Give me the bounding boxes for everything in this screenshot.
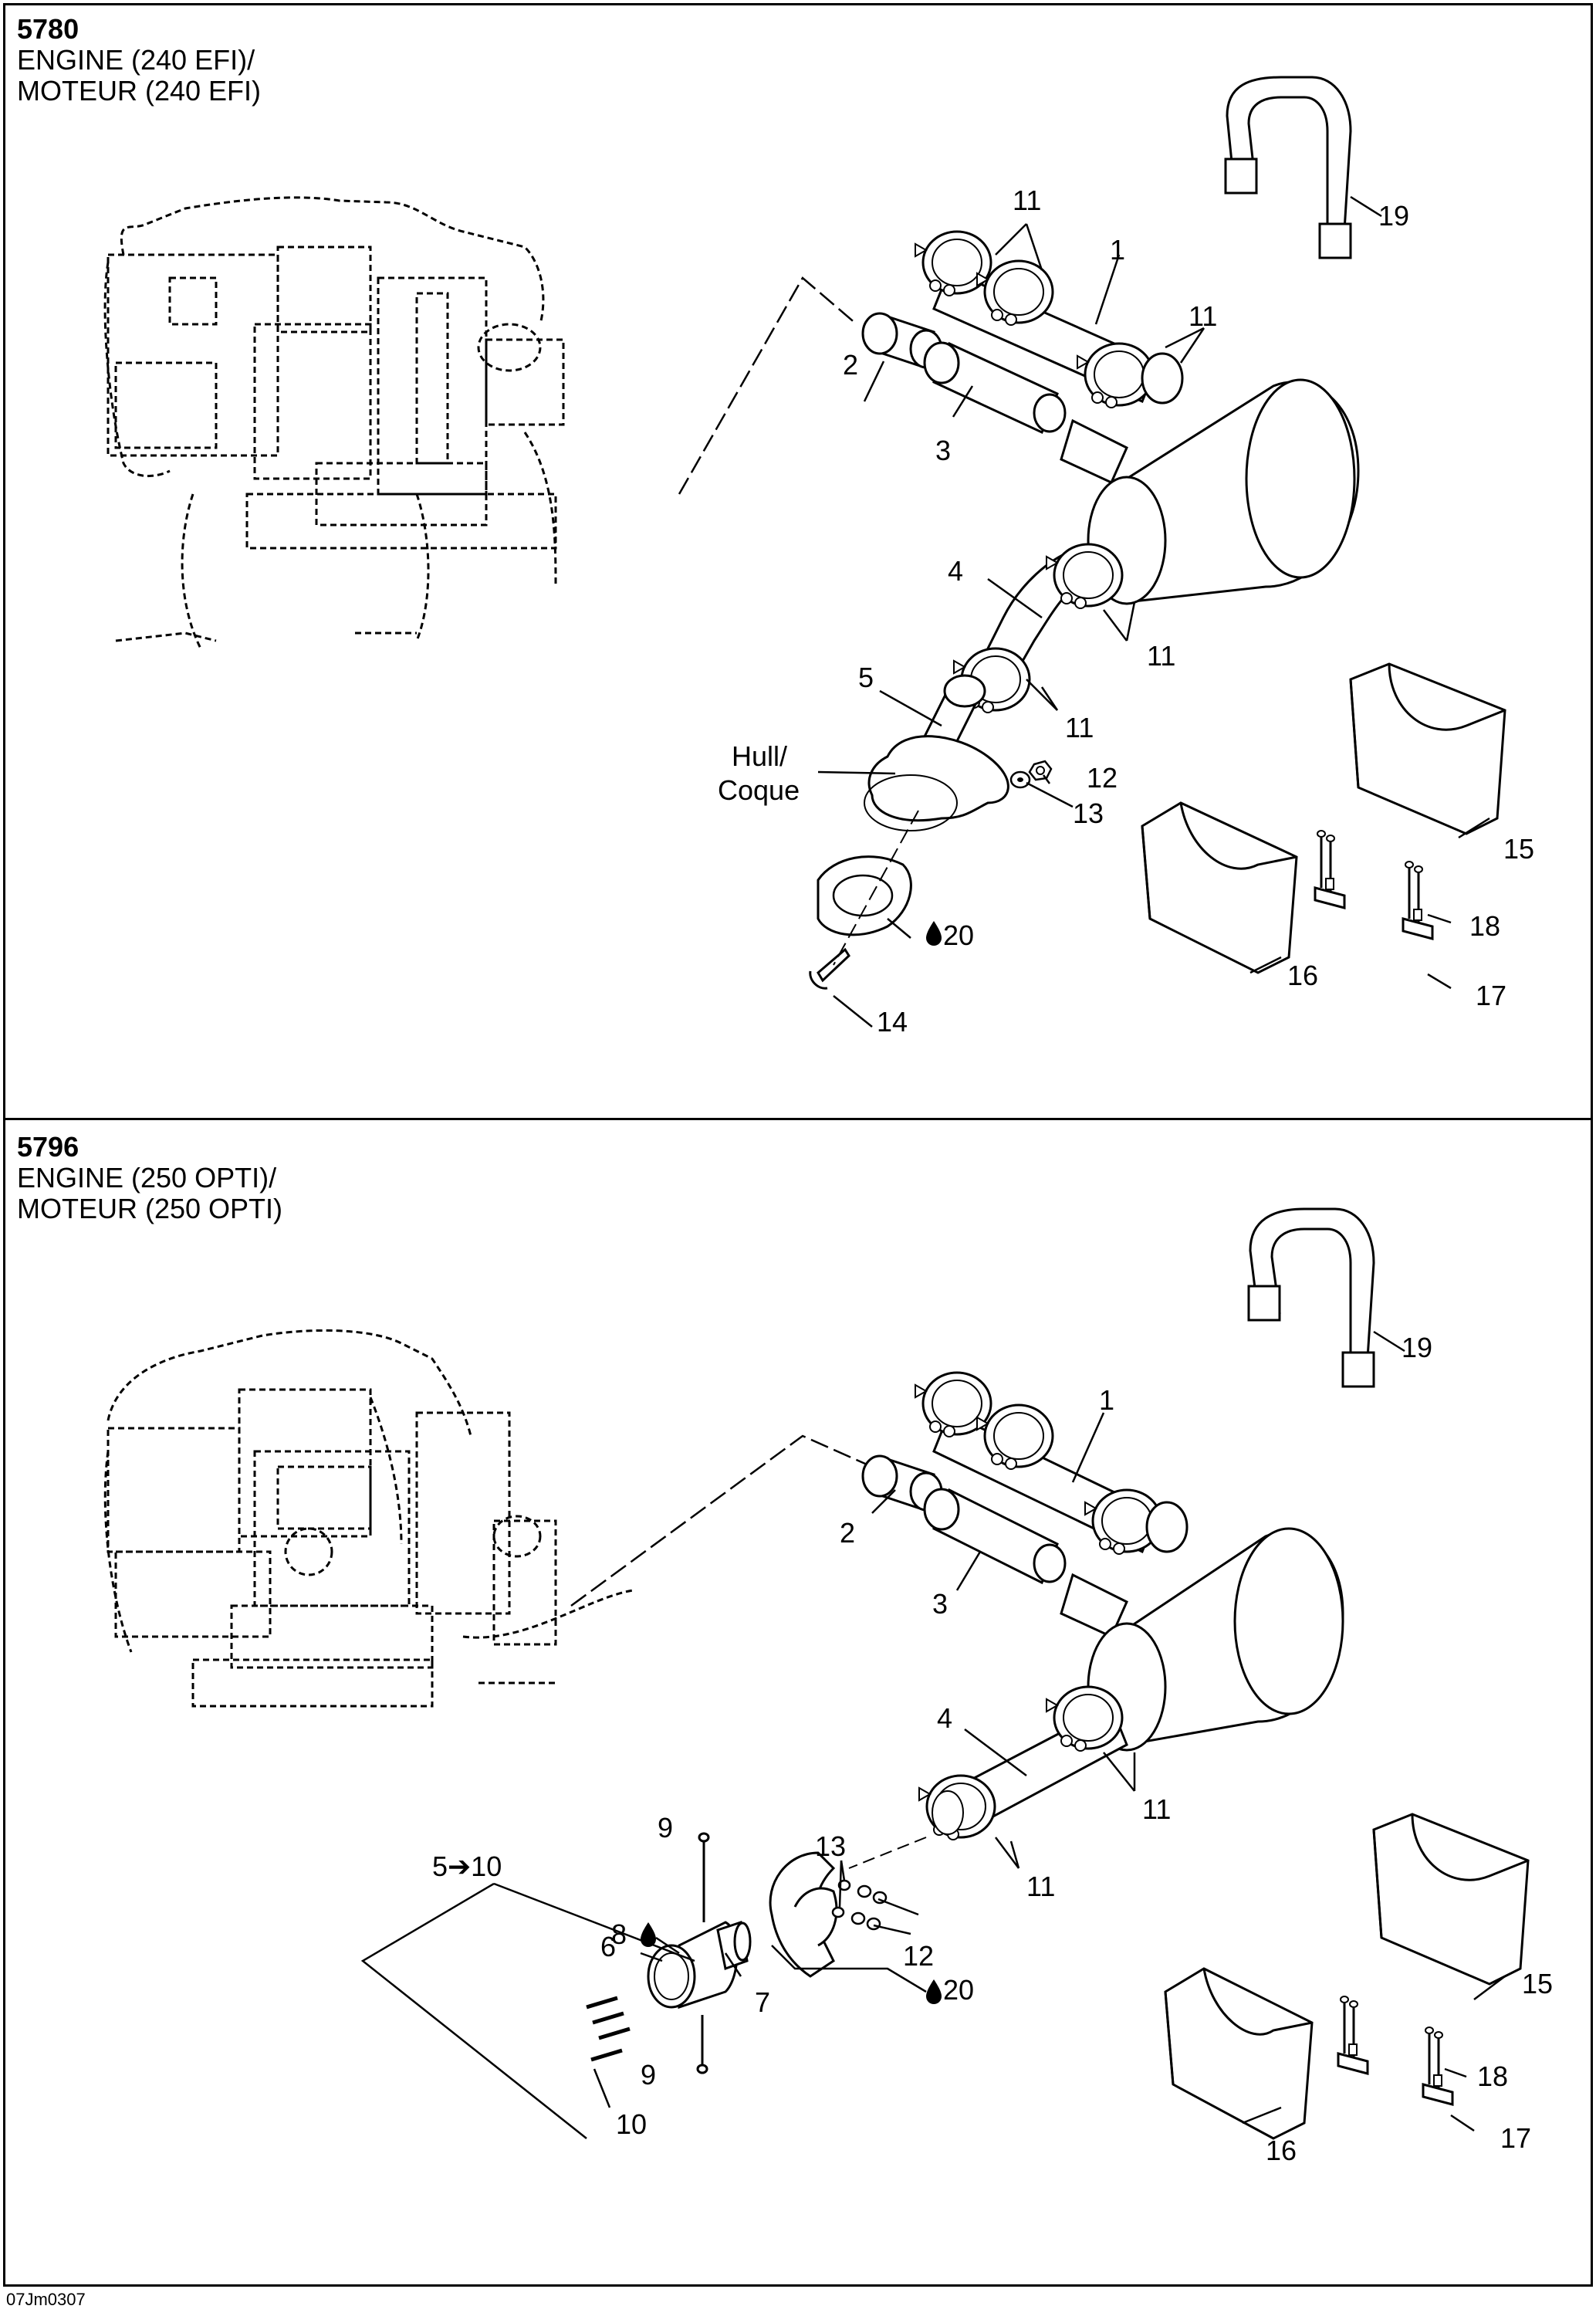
callout-11-right: 11 (1142, 1793, 1171, 1825)
callout-2: 2 (843, 349, 858, 381)
strap-19 (1224, 76, 1352, 259)
bracket-fastener-right (1422, 2026, 1454, 2106)
panel-code: 5796 (17, 1131, 79, 1163)
panel-5796-artwork: 1 2 3 4 5➔10 6 7 8 9 9 10 11 11 12 13 15… (103, 1207, 1553, 2166)
panel-header-5796: 5796 ENGINE (250 OPTI)/ MOTEUR (250 OPTI… (17, 1132, 282, 1224)
callout-8: 8 (611, 1918, 627, 1950)
callout-12: 12 (1087, 762, 1118, 794)
callout-4: 4 (937, 1702, 952, 1734)
pad-16 (1164, 1967, 1314, 2140)
panel-5780-artwork: 1 2 3 4 5 11 11 11 11 12 13 14 15 16 17 … (103, 76, 1534, 1038)
callout-labels: 1 2 3 4 5➔10 6 7 8 9 9 10 11 11 12 13 15… (432, 1332, 1553, 2166)
exhaust-hose-1 (914, 1371, 1189, 1556)
pad-15 (1349, 662, 1506, 835)
callout-11-low: 11 (1065, 712, 1094, 743)
callout-2: 2 (840, 1517, 855, 1549)
callout-7: 7 (755, 1986, 770, 2018)
callout-13: 13 (815, 1830, 846, 1862)
muffler (1060, 378, 1360, 605)
exhaust-hose-1 (914, 230, 1184, 409)
callout-6: 6 (600, 1931, 616, 1962)
callout-20: 20 (943, 919, 974, 951)
screws-9 (696, 1832, 710, 2074)
callout-3: 3 (935, 435, 951, 466)
panel-code: 5780 (17, 13, 79, 45)
callout-18: 18 (1477, 2060, 1508, 2092)
hose-3 (923, 341, 1067, 435)
callout-11-right: 11 (1189, 300, 1217, 332)
panel-title-fr: MOTEUR (240 EFI) (17, 75, 262, 107)
callout-11-low: 11 (1026, 1871, 1055, 1902)
callout-15: 15 (1503, 833, 1534, 865)
callout-1: 1 (1110, 234, 1125, 266)
bracket-fastener-right (1402, 860, 1434, 940)
drawing-code: 07Jm0307 (6, 2290, 86, 2309)
nuts-12 (850, 1884, 888, 1931)
bracket-fastener-left (1337, 1995, 1369, 2075)
callout-17: 17 (1500, 2122, 1531, 2154)
callout-3: 3 (932, 1588, 948, 1620)
engine-250-opti-illustration (103, 1329, 634, 1708)
hull-plate (864, 735, 1009, 831)
hose-3 (923, 1488, 1067, 1585)
callout-5: 5 (858, 662, 874, 693)
callout-leaders (817, 195, 1490, 1028)
callout-4: 4 (948, 555, 963, 587)
screw-14 (809, 947, 850, 990)
exhaust-hose-4 (918, 1685, 1128, 1841)
pad-16 (1141, 801, 1298, 974)
bracket-fastener-left (1314, 829, 1346, 909)
callout-12: 12 (903, 1940, 934, 1972)
hull-label-fr: Coque (718, 774, 800, 806)
hull-label-en: Hull/ (732, 740, 787, 772)
callout-16: 16 (1266, 2135, 1297, 2166)
strap-19 (1247, 1207, 1375, 1388)
outlet-bracket (769, 1851, 838, 1978)
callout-19: 19 (1402, 1332, 1432, 1363)
diagram-frame (3, 3, 1593, 2287)
callout-14: 14 (877, 1006, 908, 1038)
sleeve-2 (861, 312, 943, 369)
screws-10 (586, 1996, 631, 2062)
panel-header-5780: 5780 ENGINE (240 EFI)/ MOTEUR (240 EFI) (17, 14, 261, 107)
callout-17: 17 (1476, 980, 1506, 1011)
callout-1: 1 (1099, 1384, 1114, 1416)
panel-divider (3, 1118, 1593, 1120)
callout-16: 16 (1287, 960, 1318, 991)
callout-9-top: 9 (658, 1812, 673, 1844)
callout-leaders (593, 1330, 1506, 2132)
callout-15: 15 (1522, 1968, 1553, 1999)
callout-13: 13 (1073, 797, 1104, 829)
washer-13 (1009, 770, 1031, 789)
panel-title-fr: MOTEUR (250 OPTI) (17, 1193, 283, 1224)
engine-240-efi-illustration (103, 196, 565, 649)
callout-10: 10 (616, 2108, 647, 2140)
panel-title-en: ENGINE (240 EFI)/ (17, 44, 255, 76)
pad-15 (1372, 1813, 1530, 1986)
callout-5-to-10: 5➔10 (432, 1850, 502, 1882)
callout-9-bottom: 9 (641, 2059, 656, 2091)
strainer-plate (817, 855, 912, 936)
callout-labels: 1 2 3 4 5 11 11 11 11 12 13 14 15 16 17 … (718, 185, 1534, 1038)
callout-20: 20 (943, 1974, 974, 2006)
nut-12 (1028, 760, 1053, 781)
callout-11-top: 11 (1013, 185, 1041, 216)
callout-11-mid: 11 (1147, 640, 1175, 672)
callout-19: 19 (1378, 200, 1409, 232)
fitting-7 (716, 1921, 752, 1970)
panel-title-en: ENGINE (250 OPTI)/ (17, 1162, 277, 1194)
callout-18: 18 (1469, 910, 1500, 942)
